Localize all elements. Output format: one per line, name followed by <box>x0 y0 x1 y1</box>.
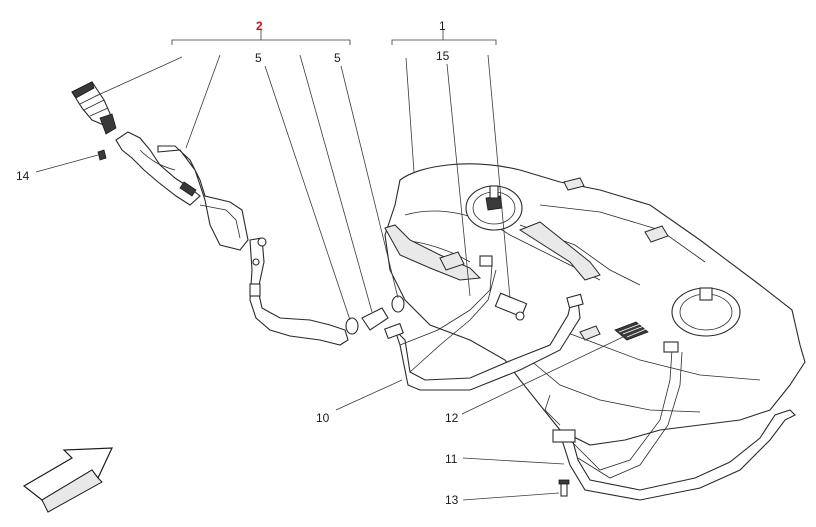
direction-arrow-icon <box>22 447 113 513</box>
callout-1: 1 <box>439 19 446 33</box>
callout-12: 12 <box>445 411 459 425</box>
bolt-13 <box>558 479 570 497</box>
callout-5-left: 5 <box>255 51 262 65</box>
tank-straps <box>384 255 796 501</box>
callout-labels: 2 1 5 5 15 14 10 12 11 13 <box>16 19 459 507</box>
callout-5-right: 5 <box>334 51 341 65</box>
callout-13: 13 <box>445 493 459 507</box>
callout-15: 15 <box>436 49 450 63</box>
screw-14 <box>97 149 107 161</box>
callout-11: 11 <box>445 452 458 466</box>
callout-14: 14 <box>16 169 30 183</box>
filler-cap <box>71 81 117 135</box>
callout-10: 10 <box>316 411 330 425</box>
fuel-tank <box>384 163 806 446</box>
filler-neck-assembly <box>71 81 405 346</box>
fuel-connector <box>494 292 528 321</box>
callout-2: 2 <box>256 19 263 33</box>
insulation-pad <box>614 321 649 341</box>
leader-lines <box>35 30 626 501</box>
